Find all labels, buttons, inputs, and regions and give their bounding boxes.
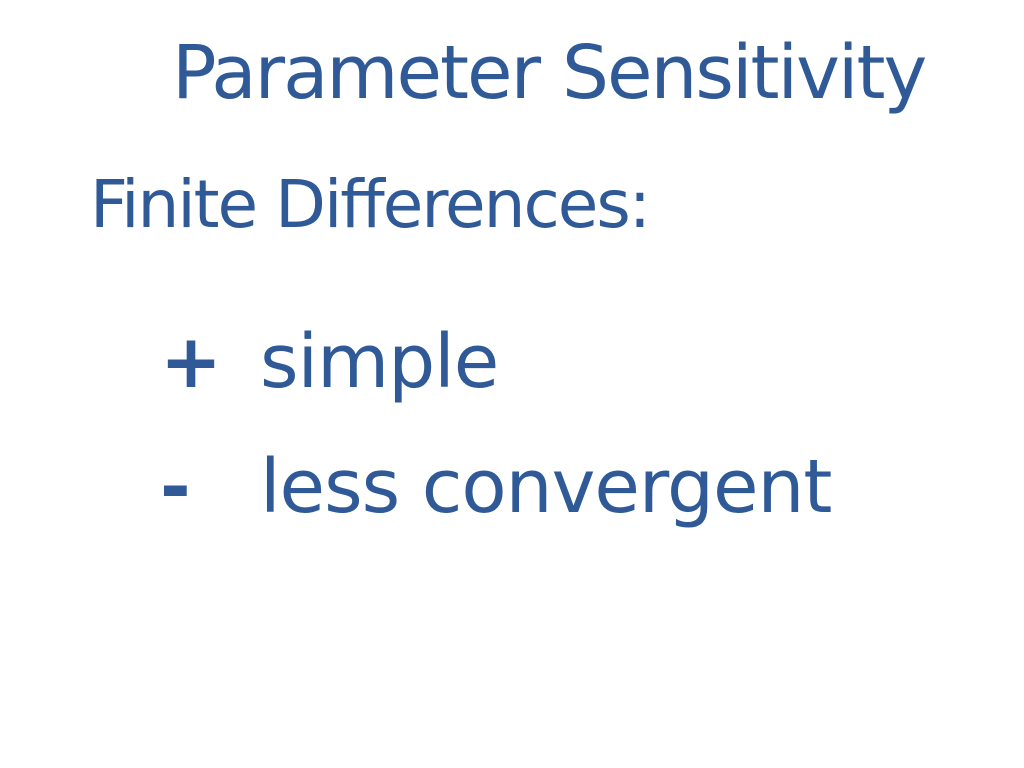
bullet-text: less convergent bbox=[260, 444, 832, 530]
minus-marker: - bbox=[160, 444, 191, 530]
bullet-text: simple bbox=[260, 319, 499, 405]
title-word-parameter: Parameter bbox=[172, 30, 541, 116]
title-word-sensitivity: Sensitivity bbox=[562, 30, 927, 116]
plus-marker: + bbox=[160, 319, 223, 405]
section-heading: Finite Differences: bbox=[90, 166, 651, 243]
